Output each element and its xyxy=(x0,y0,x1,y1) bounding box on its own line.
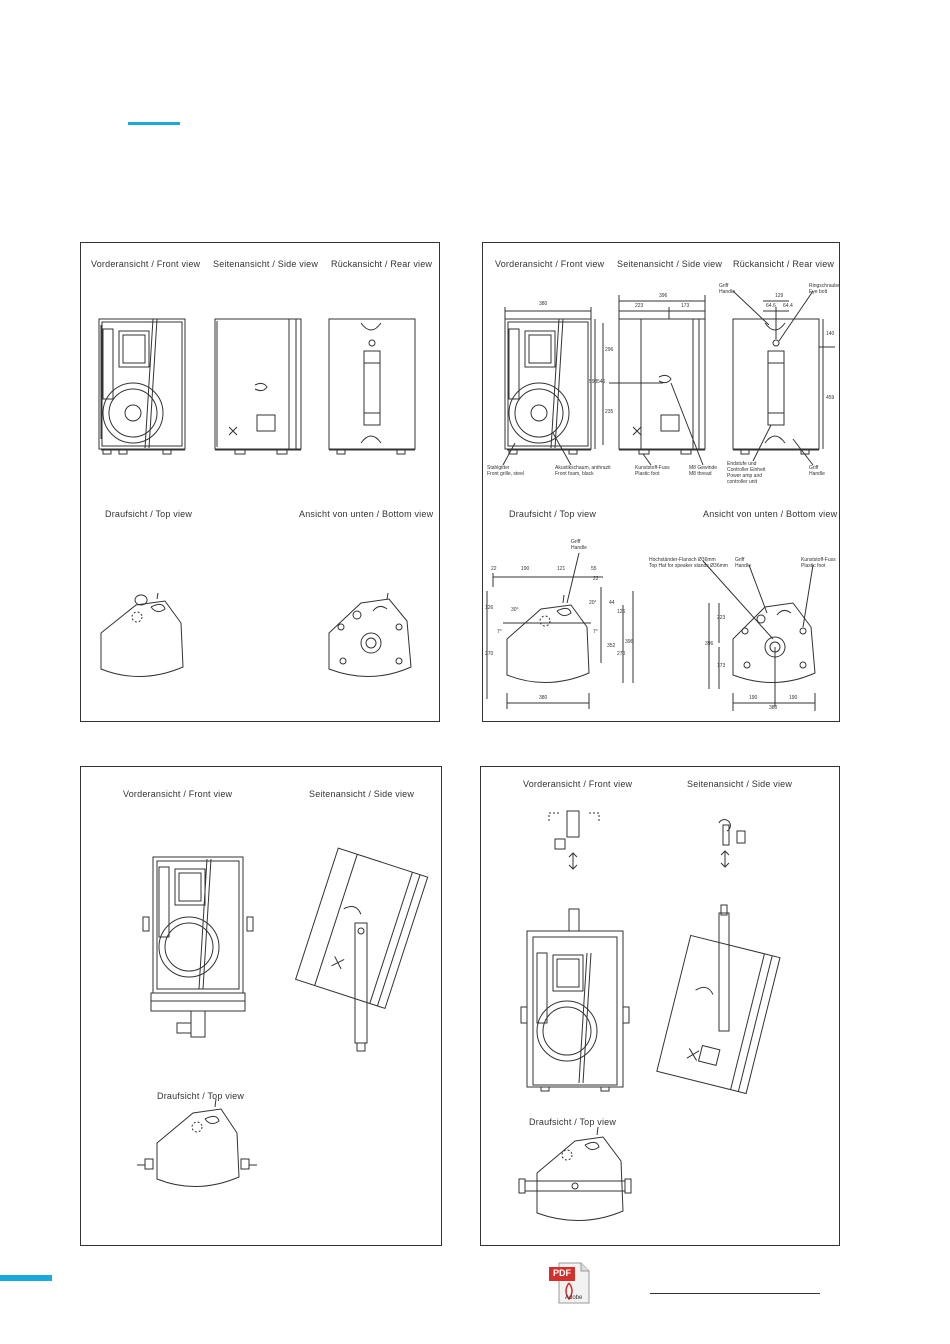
drawing-panel-bracket: Vorderansicht / Front view Seitenansicht… xyxy=(80,766,442,1246)
panel-2-drawing xyxy=(486,290,835,711)
pdf-download-link[interactable] xyxy=(650,1279,820,1294)
label-top-view: Draufsicht / Top view xyxy=(157,1091,245,1101)
rear-view-drawing xyxy=(328,318,416,455)
dim-top-30: 30° xyxy=(511,607,519,613)
pdf-document-icon[interactable]: PDF Adobe xyxy=(547,1261,591,1305)
dim-top-126: 126 xyxy=(485,605,494,611)
pdf-badge-text: PDF xyxy=(553,1268,571,1278)
dim-top-270b: 270 xyxy=(617,651,626,657)
label-bottom-view: Ansicht von unten / Bottom view xyxy=(703,509,838,519)
label-top-view: Draufsicht / Top view xyxy=(105,509,193,519)
dim-rear-top: 140 xyxy=(826,331,835,337)
side-view-drawing xyxy=(214,318,302,455)
dim-rear-height: 459 xyxy=(826,395,835,401)
panel-3-drawing xyxy=(137,847,429,1187)
label-side-view: Seitenansicht / Side view xyxy=(309,789,415,799)
panel-4-drawing xyxy=(518,810,781,1221)
dim-upper-height: 296 xyxy=(605,347,614,353)
panel-1-drawing xyxy=(98,318,416,677)
dim-bottom-190a: 190 xyxy=(749,695,758,701)
dim-side-depth-a: 223 xyxy=(635,303,644,309)
dim-lower-height: 235 xyxy=(605,409,614,415)
bottom-view-drawing xyxy=(328,592,412,677)
label-bottom-view: Ansicht von unten / Bottom view xyxy=(299,509,434,519)
dim-top-380: 380 xyxy=(539,695,548,701)
dim-top-352: 352 xyxy=(607,643,616,649)
dim-bottom-173: 173 xyxy=(717,663,726,669)
label-front-view: Vorderansicht / Front view xyxy=(495,259,605,269)
label-front-view: Vorderansicht / Front view xyxy=(523,779,633,789)
accent-bar-top xyxy=(128,122,180,125)
dim-side-depth: 396 xyxy=(659,293,668,299)
dim-top-396: 396 xyxy=(625,639,634,645)
drawing-panel-basic: Vorderansicht / Front view Seitenansicht… xyxy=(80,242,440,722)
drawing-panel-mount: Vorderansicht / Front view Seitenansicht… xyxy=(480,766,840,1246)
dim-top-55: 55 xyxy=(591,566,597,572)
dim-bottom-223: 223 xyxy=(717,615,726,621)
dim-top-270a: 270 xyxy=(485,651,494,657)
label-top-view: Draufsicht / Top view xyxy=(529,1117,617,1127)
dim-inner-height: 546 xyxy=(597,379,606,385)
dim-bottom-190b: 190 xyxy=(789,695,798,701)
drawing-panel-dimensions: Vorderansicht / Front view Seitenansicht… xyxy=(482,242,840,722)
dim-total-height: 598 xyxy=(589,379,598,385)
dim-front-width: 380 xyxy=(539,301,548,307)
dim-top-7a: 7° xyxy=(497,629,502,635)
pdf-brand-text: Adobe xyxy=(565,1295,583,1301)
dim-side-depth-b: 173 xyxy=(681,303,690,309)
front-view-drawing xyxy=(98,318,186,455)
dim-top-121: 121 xyxy=(557,566,566,572)
label-rear-view: Rückansicht / Rear view xyxy=(331,259,433,269)
top-view-drawing xyxy=(100,592,184,677)
label-top-view: Draufsicht / Top view xyxy=(509,509,597,519)
dim-top-44: 44 xyxy=(609,600,615,606)
dim-rear-b: 64.4 xyxy=(783,303,793,309)
label-side-view: Seitenansicht / Side view xyxy=(617,259,723,269)
dim-top-7b: 7° xyxy=(593,629,598,635)
dim-rear-width: 129 xyxy=(775,293,784,299)
dim-top-190: 190 xyxy=(521,566,530,572)
label-side-view: Seitenansicht / Side view xyxy=(213,259,319,269)
dim-top-22b: 22 xyxy=(593,576,599,582)
dim-top-20: 20° xyxy=(589,600,597,606)
label-front-view: Vorderansicht / Front view xyxy=(123,789,233,799)
dim-bottom-380: 380 xyxy=(769,705,778,711)
dim-rear-a: 64.6 xyxy=(766,303,776,309)
label-side-view: Seitenansicht / Side view xyxy=(687,779,793,789)
dim-top-126b: 126 xyxy=(617,609,626,615)
dim-top-22a: 22 xyxy=(491,566,497,572)
label-rear-view: Rückansicht / Rear view xyxy=(733,259,835,269)
accent-bar-bottom xyxy=(0,1275,52,1281)
label-front-view: Vorderansicht / Front view xyxy=(91,259,201,269)
